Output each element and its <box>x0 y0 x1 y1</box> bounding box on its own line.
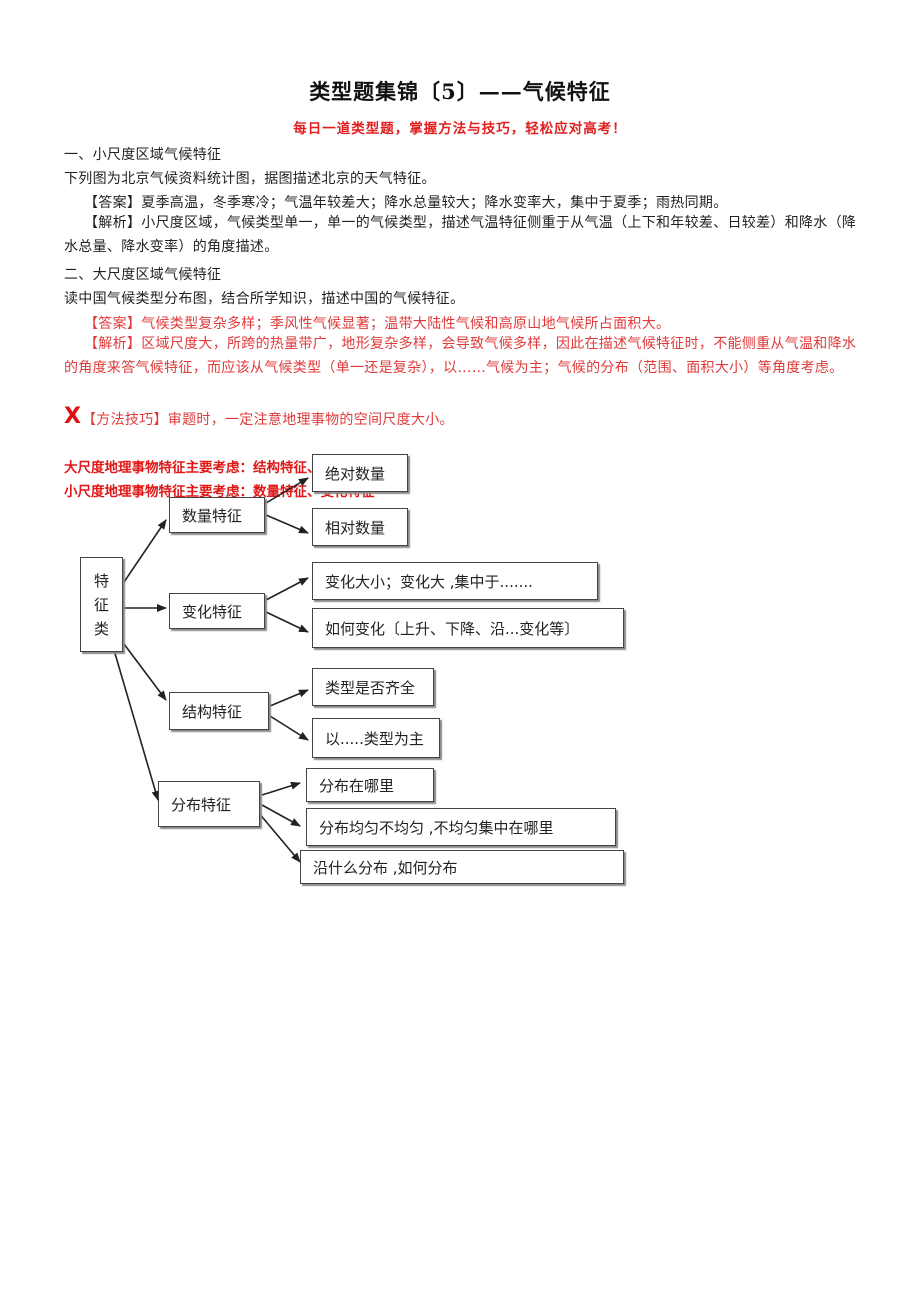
branch-structure: 结构特征 <box>169 692 269 730</box>
root-char-1: 特 <box>93 571 109 590</box>
section1-question: 下列图为北京气候资料统计图，据图描述北京的天气特征。 <box>64 171 436 187</box>
section2-analysis: 【解析】区域尺度大，所跨的热量带广，地形复杂多样，会导致气候多样，因此在描述气候… <box>64 336 857 376</box>
section2-heading: 二、大尺度区域气候特征 <box>64 267 222 283</box>
leaf-where-distributed: 分布在哪里 <box>306 768 434 802</box>
root-box-feature-types: 特 征 类 <box>80 557 123 652</box>
section1-analysis: 【解析】小尺度区域，气候类型单一，单一的气候类型，描述气温特征侧重于从气温（上下… <box>64 215 857 255</box>
leaf-dominant-type: 以.....类型为主 <box>312 718 440 758</box>
leaf-distribution-along: 沿什么分布 ,如何分布 <box>300 850 624 884</box>
branch-distribution: 分布特征 <box>158 781 260 827</box>
leaf-change-how: 如何变化〔上升、下降、沿...变化等〕 <box>312 608 624 648</box>
leaf-types-complete: 类型是否齐全 <box>312 668 434 706</box>
leaf-change-magnitude: 变化大小；变化大 ,集中于....... <box>312 562 598 600</box>
leaf-absolute-quantity: 绝对数量 <box>312 454 408 492</box>
branch-change: 变化特征 <box>169 593 265 629</box>
diagram-note-small: 小尺度地理事物特征主要考虑：数量特征、变化特征 <box>64 484 375 500</box>
section2-answer: 【答案】气候类型复杂多样；季风性气候显著；温带大陆性气候和高原山地气候所占面积大… <box>84 316 671 332</box>
page-subtitle: 每日一道类型题，掌握方法与技巧，轻松应对高考！ <box>293 121 627 137</box>
leaf-relative-quantity: 相对数量 <box>312 508 408 546</box>
method-tip: 【方法技巧】审题时，一定注意地理事物的空间尺度大小。 <box>82 412 454 428</box>
branch-quantity: 数量特征 <box>169 497 265 533</box>
tip-mark: X <box>64 404 81 429</box>
section2-question: 读中国气候类型分布图，结合所学知识，描述中国的气候特征。 <box>64 291 465 307</box>
section1-answer: 【答案】夏季高温，冬季寒冷；气温年较差大；降水总量较大；降水变率大，集中于夏季；… <box>84 195 728 211</box>
page-title: 类型题集锦〔5〕——气候特征 <box>309 79 611 104</box>
diagram-note-large: 大尺度地理事物特征主要考虑：结构特征、分布特征 <box>64 460 375 476</box>
leaf-even-distribution: 分布均匀不均匀 ,不均匀集中在哪里 <box>306 808 616 846</box>
root-char-2: 征 <box>93 595 109 614</box>
section1-heading: 一、小尺度区域气候特征 <box>64 147 222 163</box>
root-char-3: 类 <box>93 619 109 638</box>
